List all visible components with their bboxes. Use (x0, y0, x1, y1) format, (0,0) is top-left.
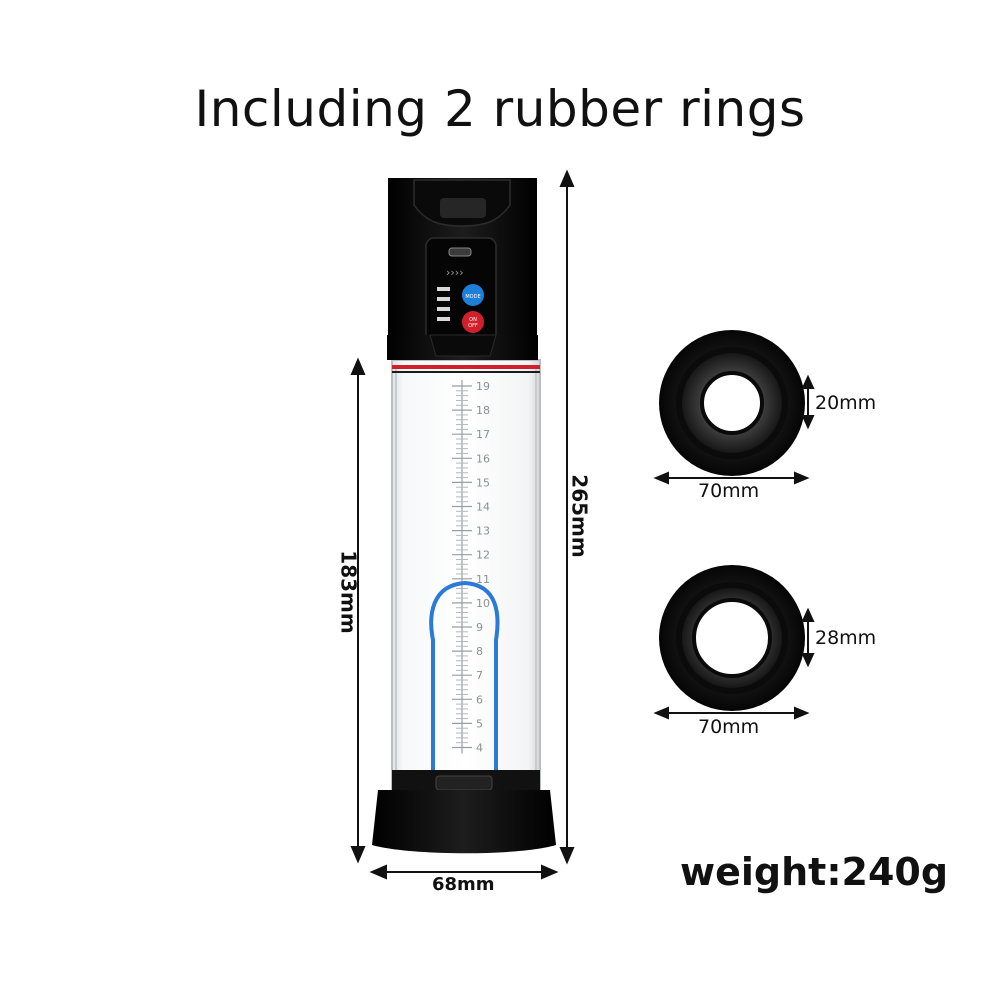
scale-number: 13 (476, 525, 490, 538)
tube-length-label: 183mm (336, 550, 361, 634)
scale-number: 9 (476, 621, 483, 634)
scale-number: 7 (476, 669, 483, 682)
scale-number: 12 (476, 549, 490, 562)
base-width-label: 68mm (432, 874, 495, 895)
svg-text:ON: ON (469, 317, 477, 323)
scale-number: 4 (476, 742, 483, 755)
scale-number: 10 (476, 597, 490, 610)
scale-number: 15 (476, 476, 490, 489)
scale-number: 19 (476, 380, 490, 393)
length-scale: 19 18 17 16 15 14 13 12 11 10 9 8 7 6 5 4 (452, 380, 490, 755)
size-outline (429, 580, 500, 790)
power-button (462, 311, 484, 333)
scale-number: 17 (476, 428, 490, 441)
ring-1-hole-label: 20mm (815, 392, 877, 414)
weight-label: weight:240g (680, 850, 949, 894)
scale-number: 6 (476, 693, 483, 706)
mode-button (462, 284, 484, 306)
svg-text:OFF: OFF (468, 323, 478, 329)
ring-2-hole-label: 28mm (815, 627, 877, 649)
scale-number: 8 (476, 645, 483, 658)
svg-text:››››: ›››› (446, 266, 464, 279)
scale-number: 18 (476, 404, 490, 417)
page-title: Including 2 rubber rings (194, 80, 806, 138)
ring-2-width-label: 70mm (698, 716, 760, 738)
base (372, 790, 556, 854)
scale-number: 11 (476, 573, 490, 586)
scale-number: 5 (476, 717, 483, 730)
ring-1-width-label: 70mm (698, 480, 760, 502)
scale-number: 16 (476, 452, 490, 465)
usb-port (448, 247, 472, 257)
scale-number: 14 (476, 501, 490, 514)
mode-button-label: MODE (465, 294, 480, 300)
height-label: 265mm (567, 474, 592, 558)
